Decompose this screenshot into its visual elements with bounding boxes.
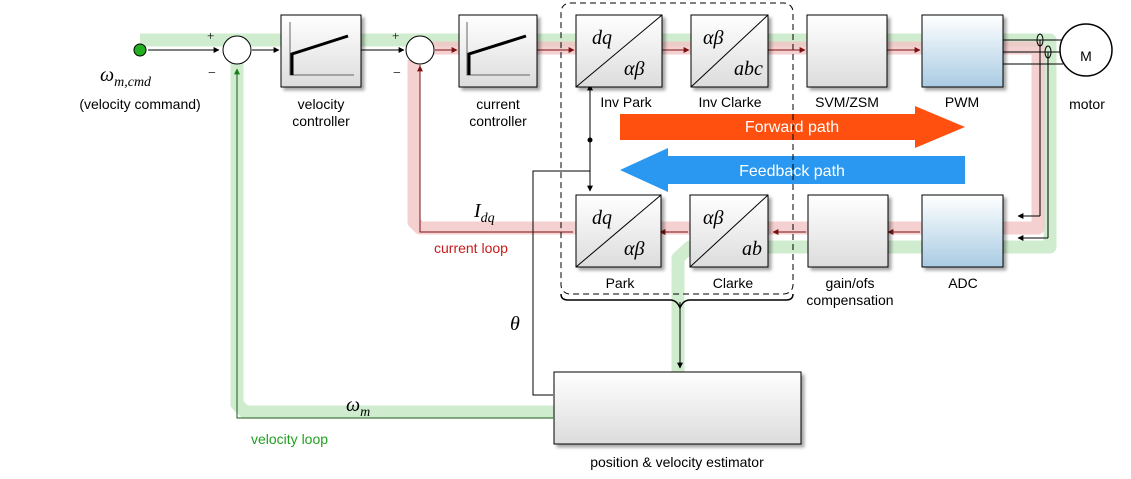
park-label: Park bbox=[606, 275, 636, 291]
inv-park-top-symbol: dq bbox=[592, 27, 612, 49]
omega-m-symbol: ωm bbox=[346, 394, 370, 420]
velocity-loop-label: velocity loop bbox=[251, 431, 328, 447]
motor-letter: M bbox=[1080, 48, 1092, 64]
svm-zsm-block bbox=[806, 14, 888, 88]
park-top-symbol: dq bbox=[592, 207, 612, 229]
adc-label: ADC bbox=[948, 275, 978, 291]
motor-symbol bbox=[1059, 23, 1113, 77]
inv-clarke-bottom-symbol: abc bbox=[734, 58, 763, 80]
park-bottom-symbol: αβ bbox=[624, 238, 644, 260]
estimator-label: position & velocity estimator bbox=[590, 454, 764, 470]
feedback-path-arrow bbox=[620, 148, 965, 192]
velocity-command-label: (velocity command) bbox=[79, 96, 200, 112]
inv-park-label: Inv Park bbox=[600, 94, 652, 110]
motor-label: motor bbox=[1069, 96, 1105, 112]
inv-clarke-top-symbol: αβ bbox=[703, 27, 723, 49]
velocity-sum-junction bbox=[222, 35, 252, 65]
sum1-plus: + bbox=[207, 28, 214, 43]
idq-symbol: Idq bbox=[473, 200, 495, 226]
svm-zsm-label: SVM/ZSM bbox=[815, 94, 879, 110]
sum1-minus: − bbox=[208, 66, 216, 81]
clarke-block bbox=[689, 194, 769, 268]
current-sum-junction bbox=[405, 35, 435, 65]
current-loop-label: current loop bbox=[434, 240, 508, 256]
sum2-plus: + bbox=[392, 28, 399, 43]
clarke-top-symbol: αβ bbox=[703, 207, 723, 229]
feedback-path-label: Feedback path bbox=[739, 163, 845, 180]
sum2-minus: − bbox=[393, 66, 401, 81]
pwm-block bbox=[921, 14, 1004, 88]
pwm-label: PWM bbox=[945, 94, 979, 110]
inv-park-bottom-symbol: αβ bbox=[624, 58, 644, 80]
estimator-block bbox=[553, 371, 802, 445]
inv-clarke-block bbox=[690, 14, 769, 88]
current-controller-block bbox=[458, 14, 538, 88]
adc-block bbox=[921, 194, 1004, 268]
command-input-node bbox=[133, 43, 147, 57]
clarke-bottom-symbol: ab bbox=[742, 238, 762, 260]
inv-clarke-label: Inv Clarke bbox=[698, 94, 761, 110]
theta-symbol: θ bbox=[510, 313, 520, 335]
velocity-controller-block bbox=[280, 14, 362, 88]
park-block bbox=[575, 194, 662, 268]
omega-cmd-symbol: ωm,cmd bbox=[100, 64, 152, 90]
gain-ofs-block bbox=[807, 194, 889, 268]
transform-group-box bbox=[560, 2, 794, 295]
velocity-loop-highlight bbox=[140, 33, 1057, 419]
forward-path-label: Forward path bbox=[745, 119, 839, 136]
inv-park-block bbox=[575, 14, 663, 88]
clarke-label: Clarke bbox=[713, 275, 754, 291]
